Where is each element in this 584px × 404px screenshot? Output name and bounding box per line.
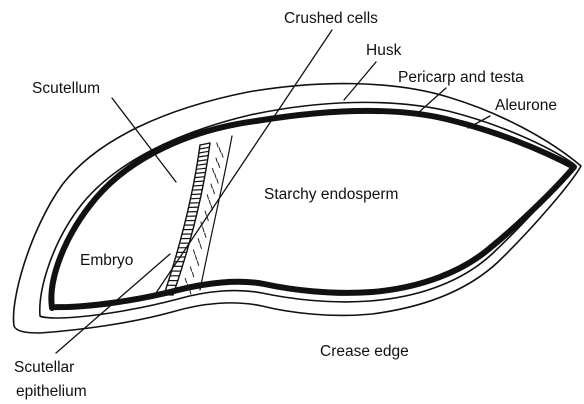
crushed-cell-mark bbox=[216, 158, 218, 163]
scutellar-epithelium-rung bbox=[192, 190, 202, 191]
crushed-cell-mark bbox=[197, 261, 199, 266]
crushed-cell-mark bbox=[217, 143, 219, 148]
leader-scutellum bbox=[112, 98, 176, 182]
scutellar-epithelium-rung bbox=[196, 172, 206, 173]
aleurone-layer bbox=[51, 111, 574, 308]
scutellar-epithelium-band-inner bbox=[173, 143, 210, 295]
crushed-cell-mark bbox=[195, 255, 197, 260]
label-crushed-cells: Crushed cells bbox=[284, 10, 378, 27]
crushed-cell-mark bbox=[198, 238, 200, 243]
label-scutellar-epithelium-line1: Scutellar bbox=[14, 359, 74, 376]
scutellar-epithelium-rung bbox=[200, 143, 210, 145]
crushed-cell-mark bbox=[215, 173, 217, 178]
label-starchy-endosperm: Starchy endosperm bbox=[264, 186, 398, 203]
crushed-cell-mark bbox=[205, 211, 207, 216]
crushed-cell-mark bbox=[213, 189, 215, 194]
label-husk: Husk bbox=[366, 42, 402, 59]
crushed-cell-mark bbox=[207, 194, 209, 199]
scutellar-epithelium-rung bbox=[200, 147, 210, 149]
scutellar-epithelium-rung bbox=[194, 181, 204, 182]
label-crease-edge: Crease edge bbox=[320, 343, 409, 360]
scutellar-epithelium-rung bbox=[191, 194, 201, 195]
scutellar-epithelium-rung bbox=[191, 198, 201, 199]
label-scutellum: Scutellum bbox=[32, 80, 100, 97]
label-scutellar-epithelium-line2: epithelium bbox=[16, 383, 87, 400]
crushed-cell-mark bbox=[192, 272, 194, 277]
leader-husk bbox=[344, 62, 376, 100]
scutellar-epithelium-rung bbox=[198, 156, 208, 158]
scutellar-epithelium-rung bbox=[193, 185, 203, 186]
crushed-cell-mark bbox=[211, 184, 213, 189]
crushed-cell-mark bbox=[205, 233, 207, 238]
crushed-cell-mark bbox=[212, 168, 214, 173]
husk-outline bbox=[13, 84, 581, 333]
crushed-cell-mark bbox=[222, 153, 224, 158]
label-pericarp-testa: Pericarp and testa bbox=[398, 69, 524, 86]
crushed-cell-mark bbox=[219, 148, 221, 153]
label-aleurone: Aleurone bbox=[495, 97, 557, 114]
scutellar-epithelium-rung bbox=[195, 177, 205, 178]
leader-crushed-cells bbox=[156, 30, 332, 293]
crushed-cell-mark bbox=[203, 227, 205, 232]
crushed-cell-mark bbox=[217, 179, 219, 184]
scutellar-epithelium-rung bbox=[196, 168, 206, 169]
crushed-cell-mark bbox=[209, 200, 211, 205]
crushed-cell-mark bbox=[190, 290, 192, 295]
crushed-cell-mark bbox=[200, 244, 202, 249]
scutellar-epithelium-rung bbox=[198, 160, 208, 161]
crushed-cell-mark bbox=[218, 163, 220, 168]
crushed-cell-mark bbox=[190, 267, 192, 272]
scutellar-epithelium-rung bbox=[197, 164, 207, 165]
scutellar-epithelium-rung bbox=[199, 151, 209, 153]
crushed-cell-mark bbox=[185, 278, 187, 283]
label-embryo: Embryo bbox=[80, 252, 133, 269]
crushed-cell-mark bbox=[193, 250, 195, 255]
